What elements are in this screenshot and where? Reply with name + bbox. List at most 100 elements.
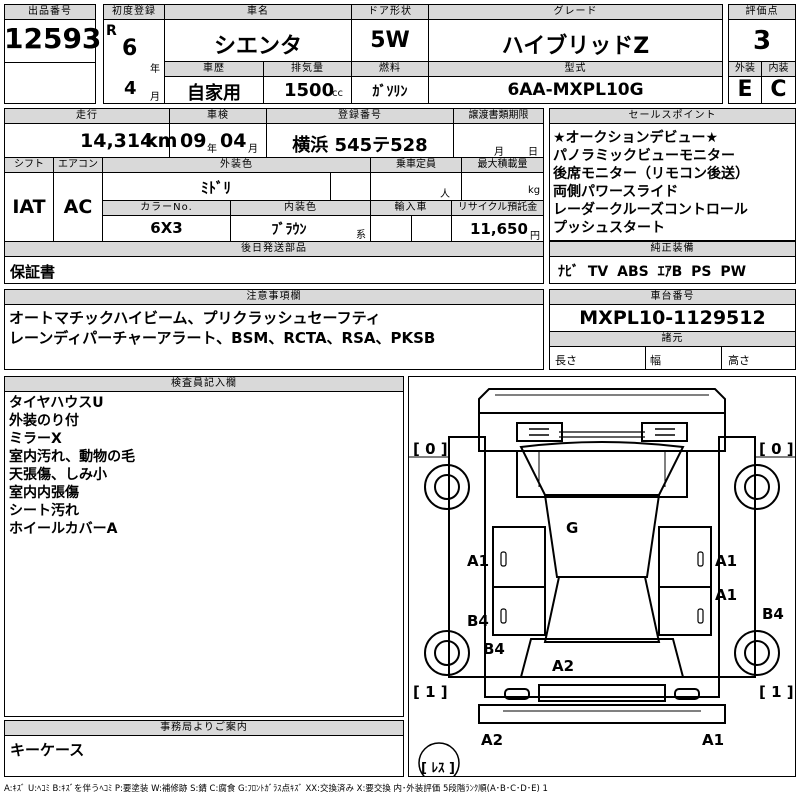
color-no-value: 6X3: [150, 219, 183, 237]
inspector-line: シート汚れ: [9, 503, 79, 519]
inspection-year-unit: 年: [207, 144, 217, 155]
later-parts-value: 保証書: [10, 263, 56, 281]
transfer-label: 譲渡書類期限: [453, 108, 544, 124]
plate-value: 横浜 545テ528: [292, 135, 428, 156]
inspector-line: 室内汚れ、動物の毛: [9, 449, 136, 465]
mark-roof: G: [566, 519, 579, 537]
spare-tire: [ ﾚｽ ]: [421, 761, 455, 776]
displacement-label: 排気量: [263, 61, 352, 77]
car-name: シエンタ: [213, 34, 302, 59]
equipment-label: 純正装備: [549, 241, 796, 257]
sales-point-line: ★オークションデビュー★: [553, 130, 719, 146]
grade-value: ハイブリッドZ: [501, 34, 650, 59]
mark-right-front-door: A1: [715, 552, 738, 570]
sales-point-line: 後席モニター（リモコン後送）: [553, 166, 749, 182]
int-color-value: ﾌﾞﾗｳﾝ: [271, 222, 307, 238]
inspector-line: ミラーX: [9, 431, 62, 447]
mark-rear-bumper-left: A2: [481, 731, 504, 749]
dim-width-label: 幅: [650, 354, 661, 367]
dim-height-label: 高さ: [728, 354, 750, 367]
lot-number: 12593: [4, 22, 102, 55]
car-outline: [409, 388, 795, 776]
history-label: 車歴: [164, 61, 264, 77]
model-box: [428, 76, 723, 104]
doors-value: 5W: [370, 28, 410, 53]
recycle-label: リサイクル預託金: [451, 200, 544, 216]
sales-point-line: 両側パワースライド: [553, 184, 679, 200]
max-load-label: 最大積載量: [461, 157, 544, 173]
office-value: キーケース: [10, 741, 85, 759]
car-name-label: 車名: [164, 4, 352, 20]
capacity-unit: 人: [440, 189, 450, 200]
first-reg-month-unit: 月: [150, 92, 160, 103]
damage-diagram: [ 0 ] [ 0 ] [ 1 ] [ 1 ] [ ﾚｽ ] G A1 A1 A…: [408, 376, 796, 777]
mark-left-quarter: B4: [483, 640, 505, 658]
ext-color-label: 外装色: [102, 157, 371, 173]
shift-value: IAT: [12, 196, 46, 218]
int-color-suffix: 系: [356, 230, 366, 241]
sales-points-box: [549, 123, 796, 241]
displacement-value: 1500: [284, 80, 335, 101]
score-value: 3: [752, 26, 772, 56]
inspector-line: 天張傷、しみ小: [9, 467, 107, 483]
sales-points-label: セールスポイント: [549, 108, 796, 124]
lot-blank: [4, 62, 96, 104]
inspector-line: 室内内張傷: [9, 485, 79, 501]
tire-front-left: [ 0 ]: [413, 440, 448, 458]
mark-left-front-door: A1: [467, 552, 490, 570]
notes-list: オートマチックハイビーム、プリクラッシュセーフティ レーンディパーチャーアラート…: [9, 308, 435, 348]
inspector-line: タイヤハウスU: [9, 395, 104, 411]
sales-point-line: パノラミックビューモニター: [553, 148, 735, 164]
plate-label: 登録番号: [266, 108, 454, 124]
ext-color-sub: [330, 172, 371, 201]
inspector-line: 外装のり付: [9, 413, 79, 429]
shift-label: シフト: [4, 157, 54, 173]
recycle-value: 11,650: [470, 220, 528, 238]
import-sub: [411, 215, 452, 242]
grade-label: グレード: [428, 4, 723, 20]
front-bumper: [478, 388, 726, 414]
import-label: 輸入車: [370, 200, 452, 216]
first-reg-era: R: [106, 23, 117, 39]
first-reg-month: 4: [124, 78, 137, 99]
model-label: 型式: [428, 61, 723, 77]
inspector-list: タイヤハウスU 外装のり付 ミラーX 室内汚れ、動物の毛 天張傷、しみ小 室内内…: [9, 394, 135, 538]
doors-label: ドア形状: [351, 4, 429, 20]
tire-front-right: [ 0 ]: [759, 440, 794, 458]
int-grade-label: 内装: [761, 61, 796, 77]
recycle-unit: 円: [530, 231, 540, 242]
int-grade-value: C: [770, 77, 787, 102]
int-color-label: 内装色: [230, 200, 371, 216]
mark-right-rear-door: A1: [715, 586, 738, 604]
inspector-label: 検査員記入欄: [4, 376, 404, 392]
chassis-value: MXPL10-1129512: [579, 307, 766, 329]
score-label: 評価点: [728, 4, 796, 20]
dim-length-label: 長さ: [555, 354, 577, 367]
chassis-label: 車台番号: [549, 289, 796, 305]
sales-points-list: ★オークションデビュー★ パノラミックビューモニター 後席モニター（リモコン後送…: [553, 129, 749, 237]
first-reg-year-unit: 年: [150, 64, 160, 75]
aircon-value: AC: [63, 196, 93, 218]
mark-left-rear-door: B4: [467, 612, 489, 630]
mark-right-quarter: B4: [762, 605, 784, 623]
capacity-label: 乗車定員: [370, 157, 462, 173]
equipment-value: ﾅﾋﾞ TV ABS ｴｱB PS PW: [558, 264, 747, 280]
equipment-box: [549, 256, 796, 284]
mark-rear-glass: A2: [552, 657, 575, 675]
inspection-month-unit: 月: [248, 144, 258, 155]
displacement-unit: cc: [332, 88, 343, 99]
note-line: レーンディパーチャーアラート、BSM、RCTA、RSA、PKSB: [9, 329, 436, 347]
office-box: [4, 735, 404, 777]
notes-box: [4, 304, 544, 370]
later-parts-box: [4, 256, 544, 284]
dimensions-label: 諸元: [549, 331, 796, 347]
mileage-label: 走行: [4, 108, 170, 124]
dim-width-cell: [645, 346, 722, 370]
inspector-box: [4, 391, 404, 717]
notes-label: 注意事項欄: [4, 289, 544, 305]
sales-point-line: レーダークルーズコントロール: [553, 202, 748, 218]
max-load-unit: kg: [528, 185, 541, 196]
note-line: オートマチックハイビーム、プリクラッシュセーフティ: [9, 309, 381, 327]
int-grade-box: [761, 76, 796, 104]
inspection-year: 09: [180, 130, 207, 152]
